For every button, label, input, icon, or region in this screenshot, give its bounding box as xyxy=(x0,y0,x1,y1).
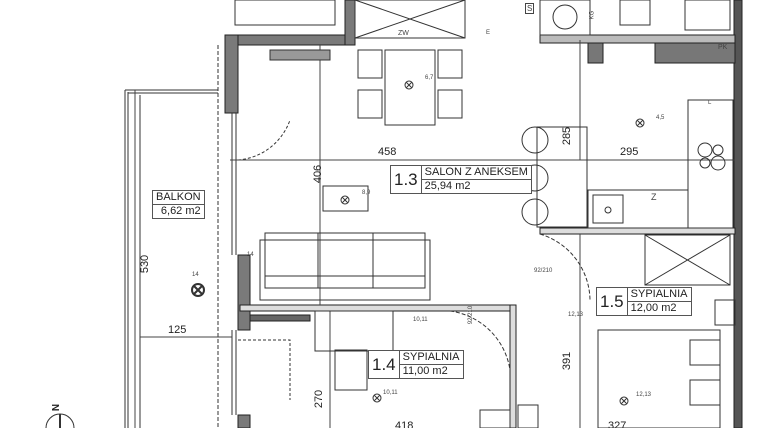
dimension-530: 530 xyxy=(139,254,152,274)
door-label: 92/210 xyxy=(468,305,475,325)
bar-stools xyxy=(521,126,588,228)
windows xyxy=(217,45,291,428)
fixture-label: 8,9 xyxy=(362,190,371,196)
dimension-458: 458 xyxy=(378,146,397,158)
dimension-406: 406 xyxy=(312,164,325,184)
room-area: 6,62 m2 xyxy=(160,205,201,217)
fixture-label: 14 xyxy=(247,252,254,258)
fixture-label: L xyxy=(708,100,712,106)
fixture-label: ZW xyxy=(398,30,409,37)
room-number: 1.5 xyxy=(597,288,628,315)
kitchen-counter xyxy=(587,99,734,286)
dimension-lines xyxy=(134,40,735,428)
room-name: BALKON xyxy=(153,191,204,205)
fixture-label: 14 xyxy=(192,272,199,278)
fixture-label: 12,13 xyxy=(636,392,652,398)
dimension-295: 295 xyxy=(620,146,639,158)
dimension-270: 270 xyxy=(313,389,326,409)
desk xyxy=(314,310,539,428)
dining-table xyxy=(269,49,463,126)
room-number: 1.3 xyxy=(391,166,422,193)
room-area: 25,94 m2 xyxy=(424,180,471,192)
fixture-label: PK xyxy=(718,44,728,51)
dimension-391: 391 xyxy=(561,351,574,371)
door-label: 92/210 xyxy=(534,268,553,274)
sofa xyxy=(259,185,431,301)
fixture-label: S xyxy=(525,3,535,14)
fixture-label: E xyxy=(486,30,491,36)
dimension-285: 285 xyxy=(561,126,574,146)
dimension-327: 327 xyxy=(608,420,627,428)
fixture-label: 10,11 xyxy=(413,317,428,323)
room-area: 12,00 m2 xyxy=(630,302,677,314)
compass-icon xyxy=(45,413,75,428)
fixture-label: Z xyxy=(651,192,657,202)
dimension-418: 418 xyxy=(395,420,414,428)
room-name: SYPIALNIA xyxy=(627,288,691,302)
fixture-label: 12,13 xyxy=(568,312,584,318)
room-name: SALON Z ANEKSEM xyxy=(421,166,531,180)
door-swings xyxy=(449,233,591,371)
room-name: SYPIALNIA xyxy=(399,351,463,365)
fixture-label: 6,7 xyxy=(425,75,434,81)
room-area: 11,00 m2 xyxy=(402,365,448,377)
fixture-label: KG xyxy=(589,10,596,20)
bathroom-fixtures xyxy=(539,0,731,36)
bed xyxy=(597,299,736,428)
wardrobe xyxy=(234,0,466,39)
fixture-label: 4,5 xyxy=(656,115,665,121)
compass-north-label: N xyxy=(51,403,63,412)
ceiling-lights xyxy=(191,80,645,406)
exterior-walls xyxy=(224,0,743,428)
room-number: 1.4 xyxy=(369,351,400,378)
balcony-outline xyxy=(124,89,218,428)
fixture-label: 10,11 xyxy=(383,390,398,396)
dimension-125: 125 xyxy=(168,324,187,336)
